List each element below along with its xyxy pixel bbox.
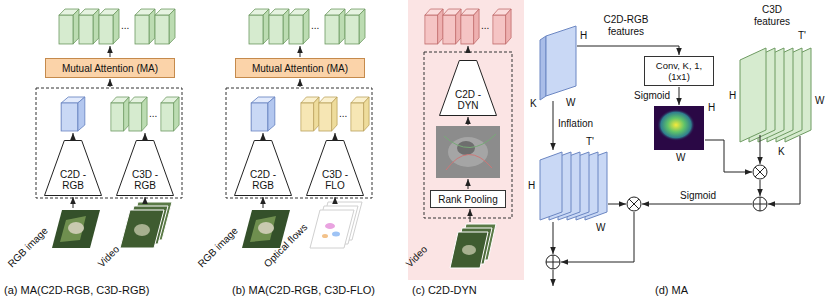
network-trapezoid: C2D -DYN <box>439 60 497 116</box>
node-label: Rank Pooling <box>438 194 497 205</box>
dimension-label-text: T' <box>798 30 806 41</box>
dimension-label: K <box>530 98 537 110</box>
operation-label: Inflation <box>558 118 593 130</box>
input-label-text: RGB image <box>196 225 240 269</box>
ellipsis: ... <box>339 108 347 120</box>
dimension-label-text: K <box>778 146 785 157</box>
dimension-label-text: H <box>580 30 587 41</box>
input-label: Video <box>404 244 430 270</box>
trapezoid-shape <box>45 141 102 196</box>
trapezoid-shape <box>235 141 292 196</box>
ellipsis: ... <box>149 108 157 120</box>
input-label-text: Optical flows <box>262 221 310 269</box>
operation-label-text: Inflation <box>558 118 593 129</box>
node-text: Conv, K, 1, (1x1) <box>649 60 709 82</box>
dimension-label: H <box>580 30 587 42</box>
ellipsis-text: ... <box>149 108 157 119</box>
feature-label: C2D-RGB features <box>596 14 656 38</box>
ellipsis: ... <box>481 20 489 32</box>
node-text: Mutual Attention (MA) <box>252 63 348 74</box>
dimension-label: W <box>566 97 575 109</box>
node-label: C3D -FLO <box>315 169 355 191</box>
feature-label-text: C2D-RGB features <box>603 14 648 37</box>
input-label-text: Video <box>96 244 122 270</box>
dimension-label: H <box>708 102 715 114</box>
dimension-label: T' <box>798 30 806 42</box>
operation-label: Sigmoid <box>680 190 716 202</box>
dimension-label: T' <box>586 136 594 148</box>
node-text: C2D -RGB <box>234 169 292 191</box>
node-text: C2D -DYN <box>439 89 497 111</box>
conv-box: Conv, K, 1, (1x1) <box>644 56 714 86</box>
node-text: Mutual Attention (MA) <box>62 63 158 74</box>
operation-label-text: Sigmoid <box>680 190 716 201</box>
ellipsis-text: ... <box>311 20 319 31</box>
network-trapezoid: C2D -RGB <box>234 140 292 196</box>
node-text: C3D -RGB <box>116 169 174 191</box>
operation-label-text: Sigmoid <box>634 90 670 101</box>
input-label: RGB image <box>196 225 241 270</box>
node-label: C3D -RGB <box>125 169 165 191</box>
panel-caption-text: (c) C2D-DYN <box>412 284 477 296</box>
dimension-label: W <box>815 95 824 107</box>
panel-caption-text: (d) MA <box>655 284 688 296</box>
node-label: C2D -RGB <box>243 169 283 191</box>
ellipsis-text: ... <box>339 108 347 119</box>
dimension-label-text: K <box>530 98 537 109</box>
attention-box: Mutual Attention (MA) <box>45 58 175 78</box>
network-trapezoid: C3D -RGB <box>116 140 174 196</box>
dimension-label-text: H <box>528 180 535 191</box>
node-label: C2D -DYN <box>448 89 488 111</box>
node-text: C3D -FLO <box>306 169 364 191</box>
dimension-label-text: W <box>596 222 605 233</box>
dimension-label: H <box>528 180 535 192</box>
panel-caption-text: (a) MA(C2D-RGB, C3D-RGB) <box>4 284 149 296</box>
node-label: Mutual Attention (MA) <box>252 63 348 74</box>
ellipsis-text: ... <box>481 20 489 31</box>
input-label-text: RGB image <box>6 225 50 269</box>
ellipsis: ... <box>311 20 319 32</box>
input-label: RGB image <box>6 225 51 270</box>
node-text: C2D -RGB <box>44 169 102 191</box>
operation-label: Sigmoid <box>634 90 670 102</box>
input-label: Optical flows <box>262 221 311 270</box>
dimension-label: K <box>778 146 785 158</box>
ellipsis-text: ... <box>121 20 129 31</box>
panel-caption: (c) C2D-DYN <box>412 284 477 297</box>
dimension-label: H <box>729 90 736 102</box>
input-label: Video <box>96 244 122 270</box>
feature-label: C3D features <box>744 4 800 28</box>
dimension-label-text: W <box>676 152 685 163</box>
panel-caption: (d) MA <box>655 284 688 297</box>
feature-label-text: C3D features <box>754 4 790 27</box>
dimension-label-text: W <box>566 97 575 108</box>
dimension-label-text: T' <box>586 136 594 147</box>
trapezoid-shape <box>117 141 174 196</box>
network-trapezoid: C3D -FLO <box>306 140 364 196</box>
ellipsis: ... <box>121 20 129 32</box>
trapezoid-shape <box>307 141 364 196</box>
dimension-label-text: H <box>729 90 736 101</box>
dimension-label: W <box>596 222 605 234</box>
node-text: Rank Pooling <box>438 194 497 205</box>
trapezoid-shape <box>440 61 497 116</box>
panel-caption-text: (b) MA(C2D-RGB, C3D-FLO) <box>232 284 375 296</box>
dimension-label: W <box>676 152 685 164</box>
process-box: Rank Pooling <box>430 190 506 208</box>
node-label: Conv, K, 1, (1x1) <box>649 60 709 82</box>
panel-caption: (b) MA(C2D-RGB, C3D-FLO) <box>232 284 375 297</box>
node-label: C2D -RGB <box>53 169 93 191</box>
attention-box: Mutual Attention (MA) <box>235 58 365 78</box>
network-trapezoid: C2D -RGB <box>44 140 102 196</box>
panel-caption: (a) MA(C2D-RGB, C3D-RGB) <box>4 284 149 297</box>
input-label-text: Video <box>404 244 430 270</box>
dimension-label-text: H <box>708 102 715 113</box>
node-label: Mutual Attention (MA) <box>62 63 158 74</box>
dimension-label-text: W <box>815 95 824 106</box>
